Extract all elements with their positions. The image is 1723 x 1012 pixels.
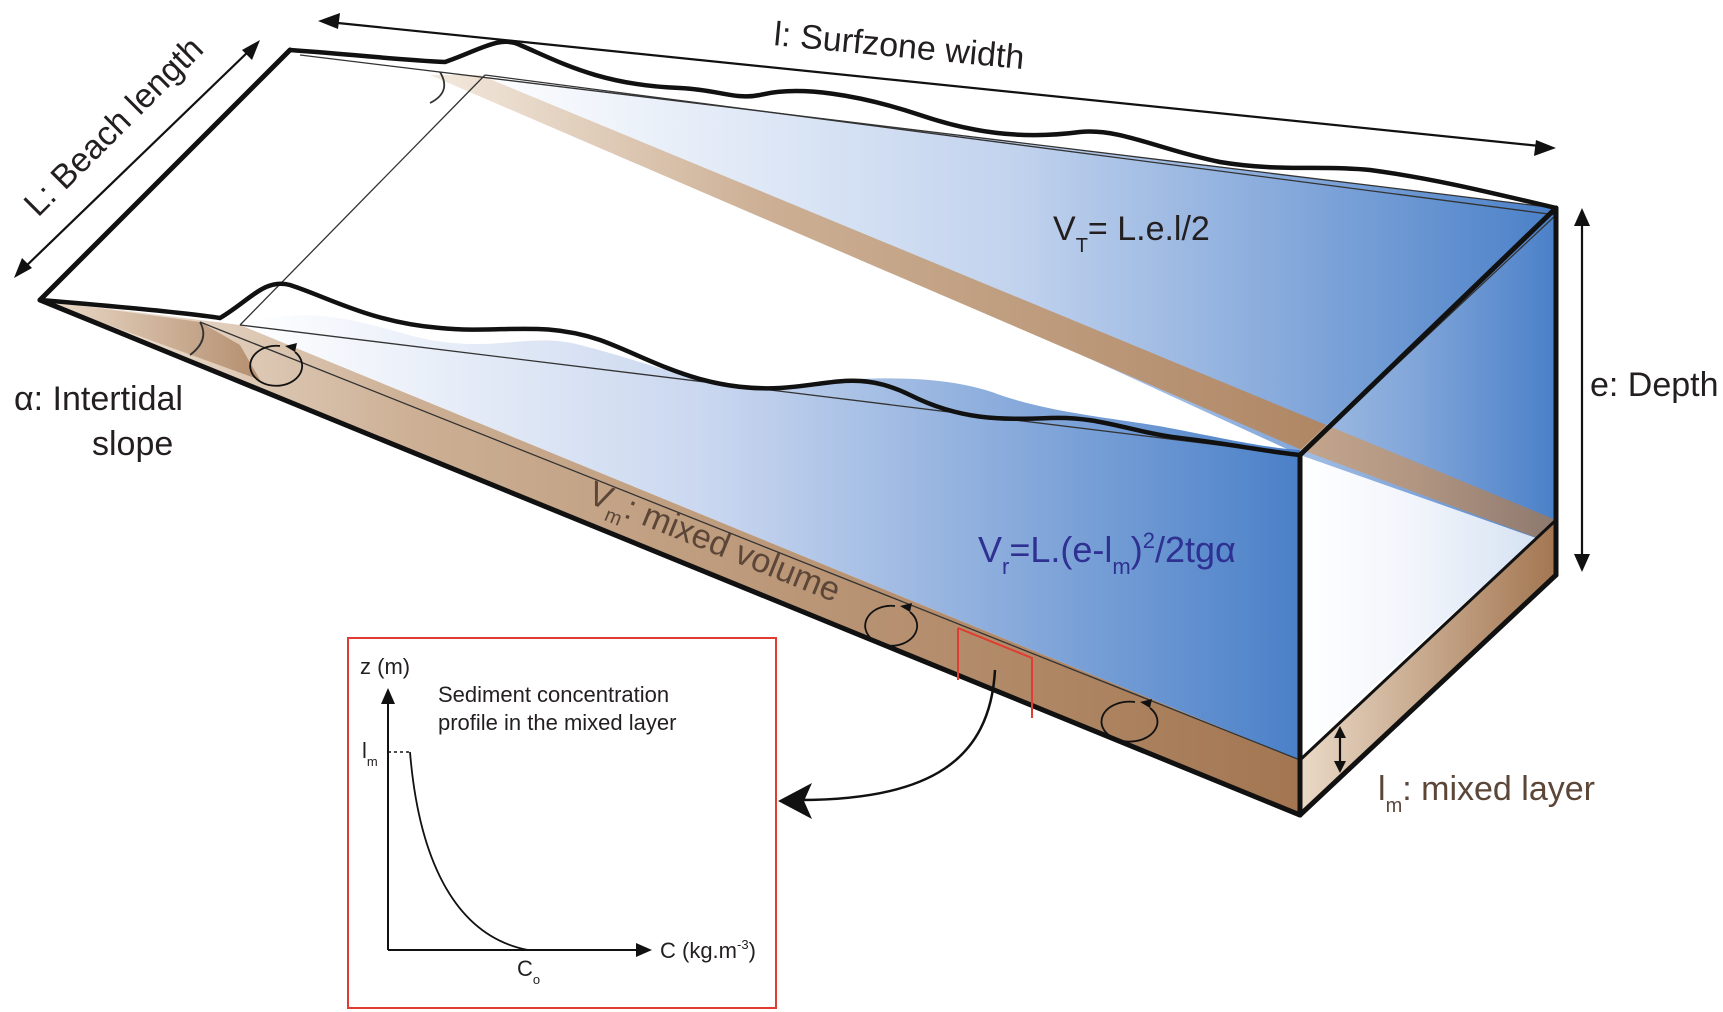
- sample-column-box: [957, 627, 1033, 718]
- front-lower-line: [199, 321, 1301, 761]
- vr-subscript: r: [1002, 554, 1009, 579]
- vr-equation-part3: /2tgα: [1155, 529, 1236, 570]
- right-end-water: [1300, 208, 1556, 752]
- concentration-profile-inset: z (m) Sediment concentration profile in …: [347, 637, 777, 1009]
- eddy-icon-2: [864, 603, 919, 647]
- back-sand-band: [430, 75, 1556, 545]
- inset-y-arrowhead: [381, 688, 395, 704]
- beach-box: [37, 39, 1559, 818]
- surfzone-width-label: l: Surfzone width: [772, 15, 1026, 77]
- inset-co-tick-label: Co: [517, 956, 540, 987]
- vr-equation-part1: =L.(e-l: [1009, 529, 1112, 570]
- right-mid-edge: [1298, 518, 1558, 762]
- depth-arrow: [1574, 208, 1590, 572]
- right-top-edge: [1297, 205, 1559, 458]
- right-sand-face: [1300, 520, 1556, 815]
- alpha-symbol: α: [14, 380, 34, 418]
- mixed-layer-label: lm: mixed layer: [1378, 770, 1595, 817]
- front-water-face: [240, 315, 1300, 760]
- vr-superscript: 2: [1143, 528, 1155, 553]
- beach-length-label: L: Beach length: [17, 30, 211, 224]
- vt-subscript: T: [1076, 235, 1088, 257]
- inset-co-subscript: o: [533, 972, 540, 987]
- vr-symbol: V: [978, 529, 1002, 570]
- intertidal-slope-label-line2: slope: [92, 425, 173, 463]
- lm-subscript: m: [1386, 795, 1403, 817]
- inset-x-label-text: C (kg.m: [660, 938, 737, 963]
- inset-x-label-superscript: -3: [737, 937, 749, 952]
- inset-x-axis-label: C (kg.m-3): [660, 937, 756, 963]
- inset-frame: [347, 637, 777, 1009]
- bottom-front-edge: [37, 297, 1303, 818]
- inset-title-line1: Sediment concentration: [438, 682, 669, 707]
- vt-symbol: V: [1053, 210, 1076, 248]
- alpha-arc-front: [189, 321, 205, 356]
- intertidal-slope-label-line1: α: Intertidal: [14, 380, 183, 418]
- inset-title-line2: profile in the mixed layer: [438, 710, 676, 735]
- back-lower-line: [484, 74, 1557, 216]
- top-left-inner-line: [239, 74, 486, 326]
- lower-wave-crest: [37, 281, 1303, 458]
- back-upper-line: [299, 54, 1557, 209]
- inset-lm-tick-label: lm: [362, 738, 378, 769]
- mixed-layer-arrow: [1334, 726, 1346, 773]
- inset-lm-symbol: l: [362, 738, 367, 763]
- left-edge-top: [37, 47, 293, 303]
- intertidal-word: : Intertidal: [34, 380, 183, 418]
- residual-volume-formula: Vr=L.(e-lm)2/2tgα: [978, 528, 1236, 579]
- inset-x-arrowhead: [636, 943, 652, 957]
- eddy-icon-3: [1100, 699, 1159, 743]
- lm-symbol: l: [1378, 770, 1386, 808]
- lm-text: : mixed layer: [1402, 770, 1595, 808]
- vr-lm-subscript: m: [1112, 554, 1130, 579]
- depth-label: e: Depth: [1590, 366, 1719, 404]
- vr-equation-part2: ): [1131, 529, 1143, 570]
- upper-wave-crest: [287, 39, 1559, 211]
- vm-subscript: m: [601, 504, 625, 531]
- eddy-icon-1: [249, 343, 304, 387]
- inset-x-label-close: ): [749, 938, 756, 963]
- alpha-arc-back: [429, 71, 446, 104]
- inset-y-axis-label: z (m): [360, 654, 410, 679]
- inset-connector-arrow: [778, 669, 997, 819]
- total-volume-formula: VT= L.e.l/2: [1053, 210, 1210, 257]
- beach-length-arrow: [14, 40, 260, 278]
- right-bottom-edge: [1297, 572, 1559, 818]
- vt-equation: = L.e.l/2: [1088, 210, 1210, 248]
- surfzone-width-arrow: [318, 13, 1556, 156]
- inset-profile-curve: [409, 751, 529, 951]
- inset-co-symbol: C: [517, 956, 533, 981]
- inset-lm-subscript: m: [367, 754, 378, 769]
